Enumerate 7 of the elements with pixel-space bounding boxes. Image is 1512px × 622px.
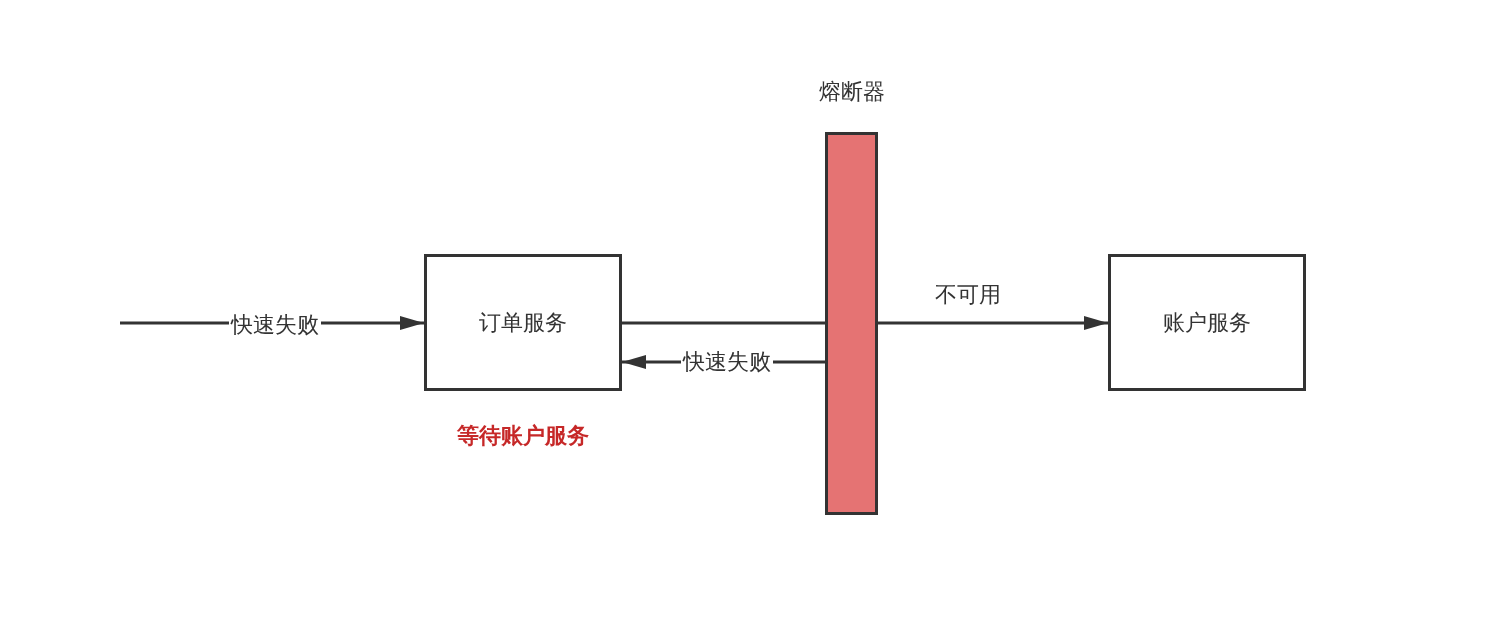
status-note: 等待账户服务 — [457, 422, 589, 450]
arrow — [878, 316, 1108, 330]
bar-heading: 熔断器 — [819, 78, 885, 106]
edge-label: 快速失败 — [229, 311, 321, 339]
service-box: 账户服务 — [1108, 254, 1306, 391]
edge-label: 快速失败 — [681, 348, 773, 376]
service-box: 订单服务 — [424, 254, 622, 391]
